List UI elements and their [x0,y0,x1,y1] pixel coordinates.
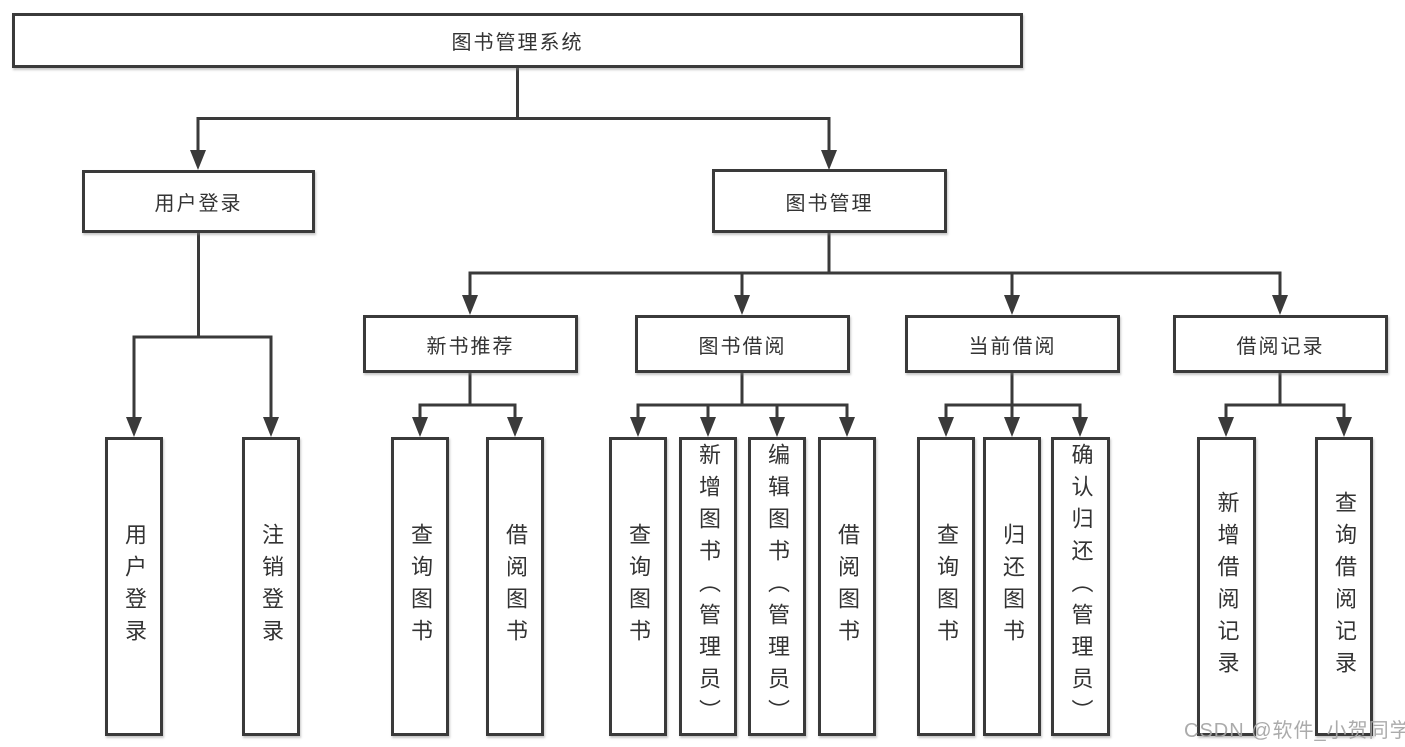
leaf-label: 查询图书 [626,522,651,651]
node-book-borrowing: 图书借阅 [635,315,850,373]
node-new-book-recommend: 新书推荐 [363,315,578,373]
leaf-query-book-borrow: 查询图书 [609,437,667,736]
leaf-label: 借阅图书 [503,522,528,651]
leaf-user-login: 用户登录 [105,437,163,736]
leaf-query-book-current: 查询图书 [917,437,975,736]
node-book-management: 图书管理 [712,169,947,233]
leaf-label: 新增借阅记录 [1214,490,1240,683]
node-user-login: 用户登录 [82,170,315,233]
node-label: 图书管理系统 [451,32,584,54]
leaf-add-borrow-record: 新增借阅记录 [1197,437,1256,736]
leaf-return-book: 归还图书 [983,437,1041,736]
leaf-label: 编辑图书（管理员） [765,442,790,731]
leaf-edit-book-admin: 编辑图书（管理员） [748,437,806,736]
leaf-label: 确认归还（管理员） [1068,442,1094,731]
node-current-borrowing: 当前借阅 [905,315,1120,373]
arrowheads [126,150,1352,437]
node-label: 当前借阅 [968,335,1057,358]
leaf-query-book-recommend: 查询图书 [391,437,449,736]
leaf-label: 归还图书 [1000,522,1025,651]
node-label: 图书借阅 [698,335,787,358]
leaf-borrow-book-recommend: 借阅图书 [486,437,544,736]
csdn-watermark: CSDN @软件_小贺同学 [1184,720,1405,742]
node-label: 图书管理 [785,192,874,215]
leaf-query-borrow-record: 查询借阅记录 [1315,437,1373,736]
leaf-label: 借阅图书 [835,522,860,651]
node-borrowing-records: 借阅记录 [1173,315,1388,373]
leaf-confirm-return-admin: 确认归还（管理员） [1051,437,1110,736]
node-label: 新书推荐 [426,335,515,358]
leaf-label: 用户登录 [122,522,147,651]
leaf-add-book-admin: 新增图书（管理员） [679,437,737,736]
node-label: 用户登录 [154,193,243,215]
leaf-borrow-book: 借阅图书 [818,437,876,736]
node-label: 借阅记录 [1236,335,1325,358]
leaf-label: 注销登录 [259,522,284,651]
leaf-label: 新增图书（管理员） [696,442,721,731]
leaf-label: 查询借阅记录 [1332,490,1357,683]
node-library-management-system: 图书管理系统 [12,13,1023,68]
leaf-label: 查询图书 [934,522,959,651]
leaf-logout: 注销登录 [242,437,300,736]
leaf-label: 查询图书 [408,522,433,651]
